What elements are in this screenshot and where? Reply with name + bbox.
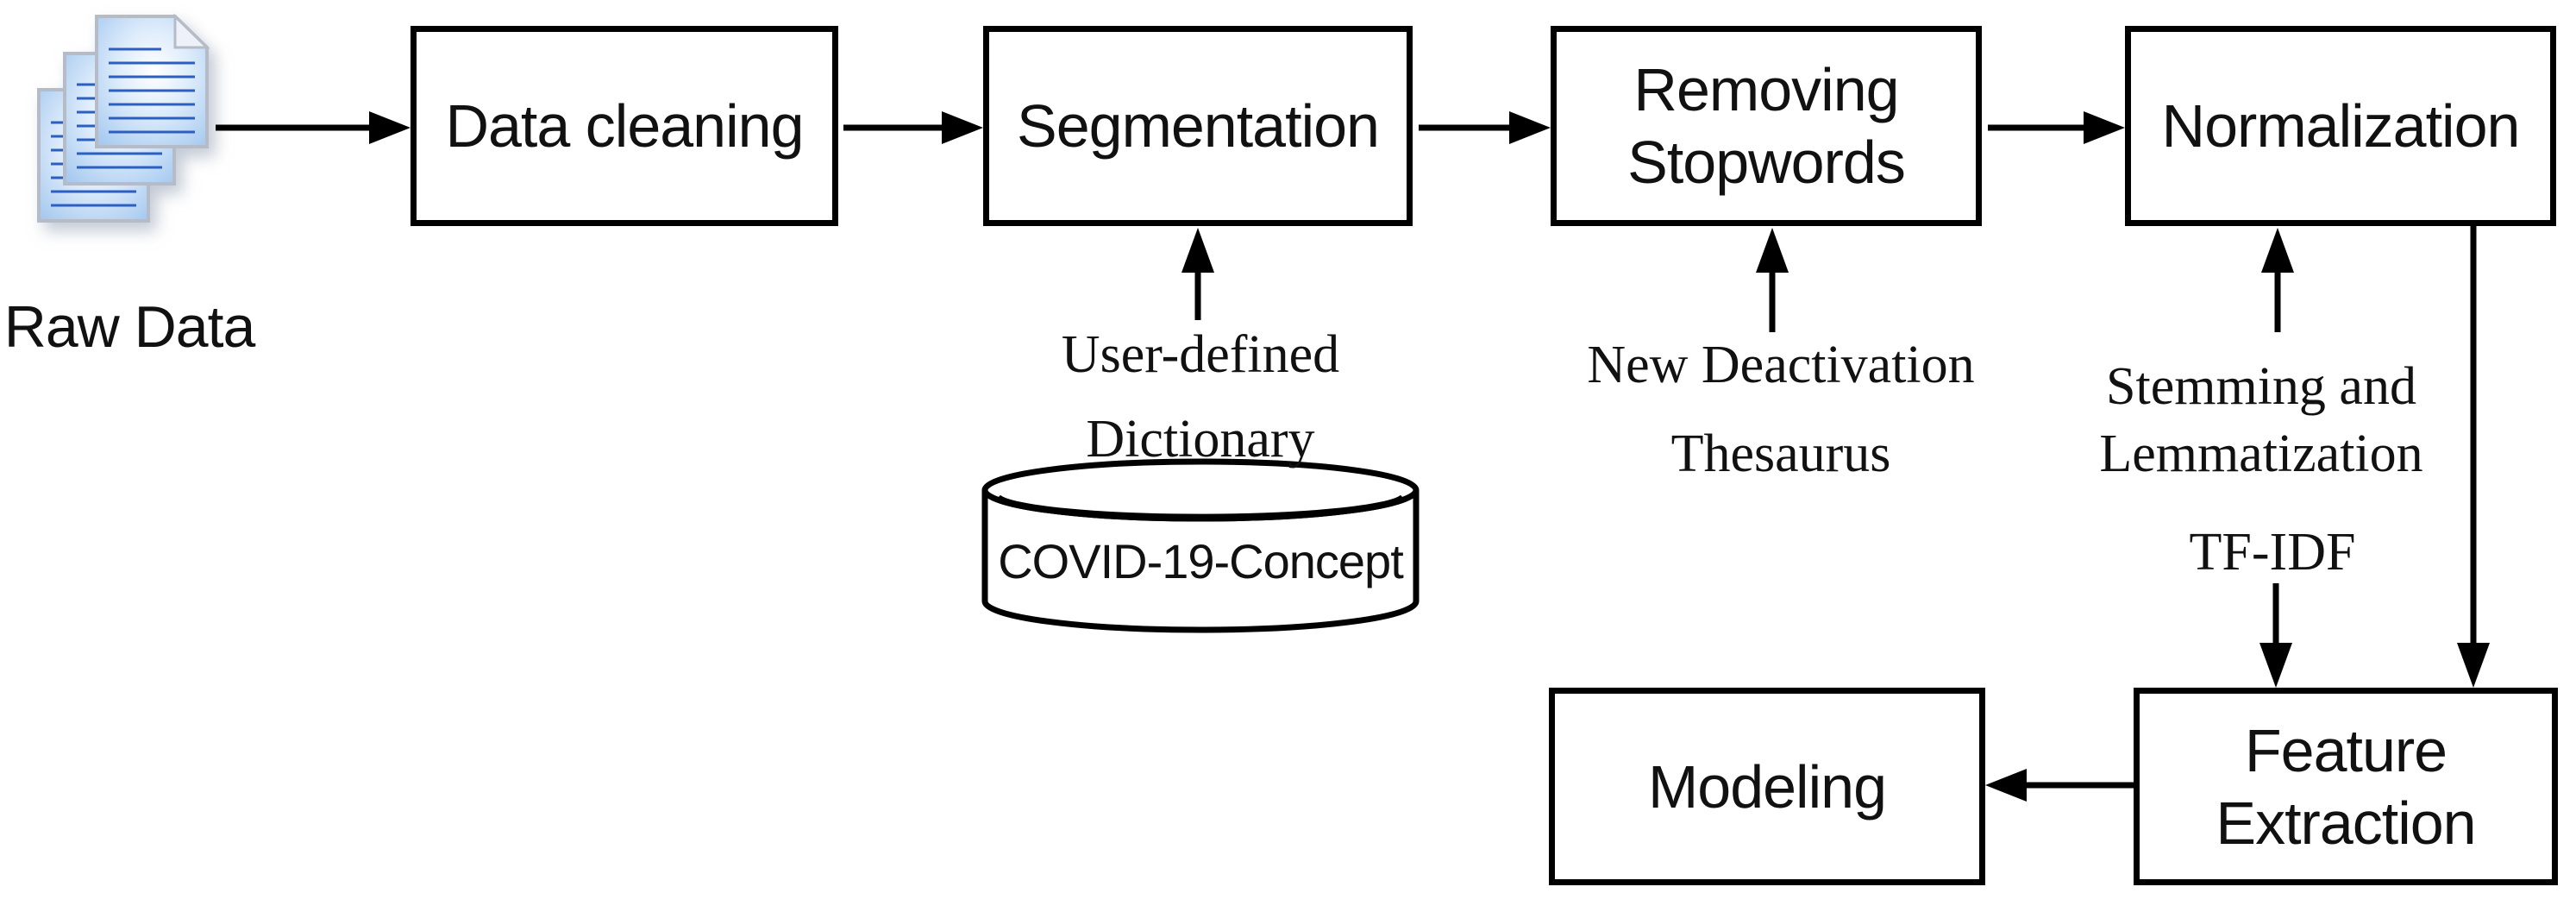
arrow-segmentation-to-removingstopwords [1419, 111, 1551, 144]
process-box-feature-extraction: Feature Extraction [2134, 688, 2558, 885]
document-text-lines [109, 47, 195, 134]
process-box-normalization: Normalization [2125, 26, 2556, 226]
tf-idf-label: TF-IDF [2189, 523, 2356, 582]
modeling-label: Modeling [1647, 752, 1887, 821]
process-box-data-cleaning: Data cleaning [411, 26, 838, 226]
removing-stopwords-label: Removing Stopwords [1627, 56, 1906, 196]
stemming-and-lemmatization-label: Stemming and Lemmatization [2099, 357, 2423, 483]
raw-data-label: Raw Data [3, 294, 256, 360]
segmentation-label: Segmentation [1017, 92, 1380, 160]
arrow-thesaurus-to-removingstopwords [1756, 228, 1789, 332]
process-box-removing-stopwords: Removing Stopwords [1551, 26, 1982, 226]
feature-extraction-label: Feature Extraction [2216, 716, 2476, 857]
document-stack-icon [37, 13, 210, 223]
arrow-tfidf-to-featureextraction [2259, 583, 2292, 688]
normalization-label: Normalization [2161, 92, 2521, 160]
arrow-rawdata-to-datacleaning [216, 111, 411, 144]
arrow-stemming-to-normalization [2261, 228, 2294, 332]
arrow-featureextraction-to-modeling [1985, 769, 2134, 802]
user-defined-dictionary-label: User-defined Dictionary [1061, 325, 1340, 469]
arrow-normalization-to-featureextraction [2457, 226, 2490, 688]
new-deactivation-thesaurus-label: New Deactivation Thesaurus [1587, 336, 1975, 483]
document-page-front [95, 13, 210, 148]
data-cleaning-label: Data cleaning [445, 92, 804, 160]
covid-19-concept-label: COVID-19-Concept [998, 534, 1404, 588]
page-fold-corner [173, 13, 210, 49]
arrow-datacleaning-to-segmentation [843, 111, 983, 144]
process-box-segmentation: Segmentation [983, 26, 1413, 226]
arrow-dictionary-to-segmentation [1181, 228, 1214, 320]
arrow-removingstopwords-to-normalization [1988, 111, 2125, 144]
database-cylinder-icon [981, 458, 1420, 633]
process-box-modeling: Modeling [1549, 688, 1985, 885]
